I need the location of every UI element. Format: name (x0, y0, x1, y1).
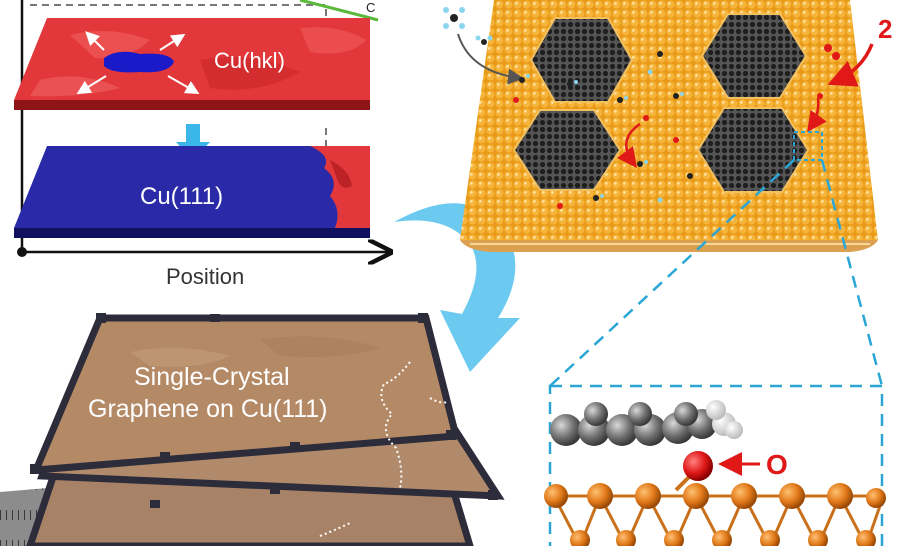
cu-hkl-slab: Cu(hkl) (14, 18, 370, 110)
graphene-island-1 (529, 17, 634, 103)
adsorption-arrow (457, 33, 524, 85)
temperature-curve (299, 0, 379, 22)
cu-111-label: Cu(111) (140, 183, 223, 210)
zoom-connector-left (549, 159, 795, 387)
surface-species (513, 51, 823, 209)
grain-boundary-trace (380, 361, 411, 489)
graphene-island-3 (512, 109, 622, 191)
oxygen-copper-bond (674, 474, 692, 492)
oxygen-label: O (766, 449, 788, 480)
o2-molecule (824, 44, 840, 60)
axis-label-position: Position (166, 264, 244, 289)
photo-caption-line1: Single-Crystal (134, 363, 290, 391)
hydrogen-atoms (706, 400, 743, 439)
oxygen-etch-arrow (617, 122, 641, 169)
oxygen-diffusion-arrow (807, 97, 827, 133)
o2-subscript-label: 2 (878, 14, 892, 44)
subscript-c: C (366, 0, 375, 15)
photo-caption-line2: Graphene on Cu(111) (88, 395, 328, 423)
oxygen-arrow (827, 43, 874, 87)
graphene-carbon-atoms (550, 402, 717, 446)
zoom-region (793, 131, 823, 161)
cu-111-slab: Cu(111) (14, 146, 370, 238)
oxygen-atom (683, 451, 713, 481)
panel-a-growth-schematic: C Cu(hkl) Cu(111) (14, 0, 388, 289)
panel-d-side-view: O (544, 384, 886, 546)
methane-molecule (443, 7, 465, 29)
graphene-island-4 (696, 107, 810, 193)
panel-c-photo: Single-Crystal Graphene on Cu(111) (0, 313, 505, 546)
panel-b-surface-model: 2 (443, 0, 892, 252)
grain-boundary-trace-3 (429, 397, 449, 404)
cu111-seed-grain (104, 51, 174, 73)
graphene-island-2 (700, 13, 808, 99)
cu-hkl-label: Cu(hkl) (214, 48, 285, 73)
axis-origin-dot (17, 247, 27, 257)
copper-atoms (544, 483, 886, 546)
methane-molecule-2 (475, 35, 493, 45)
frame-clips (30, 313, 498, 508)
dashed-guide (30, 4, 327, 98)
copper-edge-shadow (460, 240, 878, 252)
